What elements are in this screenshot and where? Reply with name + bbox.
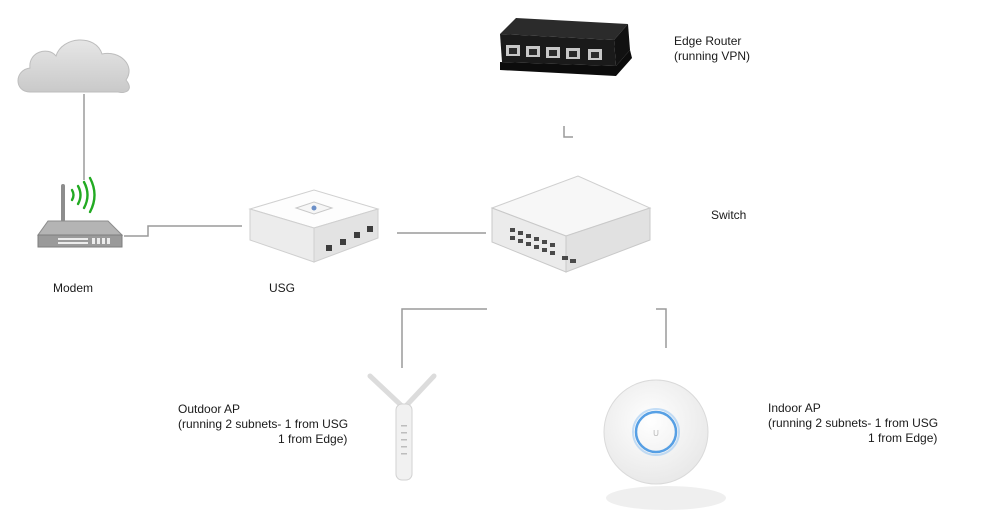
modem-label: Modem <box>53 281 94 295</box>
modem-to-usg-line <box>124 225 242 237</box>
indoor-ap-label: Indoor AP (running 2 subnets- 1 from USG… <box>768 401 939 445</box>
modem-icon <box>37 176 124 248</box>
indoor-ap-icon: U <box>603 379 726 510</box>
usg-device-icon <box>248 189 380 263</box>
edge-router-label: Edge Router (running VPN) <box>674 34 751 63</box>
cloud-icon <box>17 39 130 93</box>
outdoor-ap-label: Outdoor AP (running 2 subnets- 1 from US… <box>178 402 349 446</box>
outdoor-ap-icon <box>367 373 437 481</box>
svg-text:U: U <box>653 429 659 438</box>
edge-router-icon <box>500 18 632 76</box>
switch-label: Switch <box>711 208 747 222</box>
usg-label: USG <box>269 281 296 295</box>
switch-to-indoor-ap-line <box>656 308 667 348</box>
connection-lines <box>83 94 667 368</box>
switch-device-icon <box>490 175 652 273</box>
switch-to-outdoor-ap-line <box>401 308 487 368</box>
wifi-signal-icon <box>70 176 96 214</box>
edge-to-switch-line <box>563 126 573 138</box>
